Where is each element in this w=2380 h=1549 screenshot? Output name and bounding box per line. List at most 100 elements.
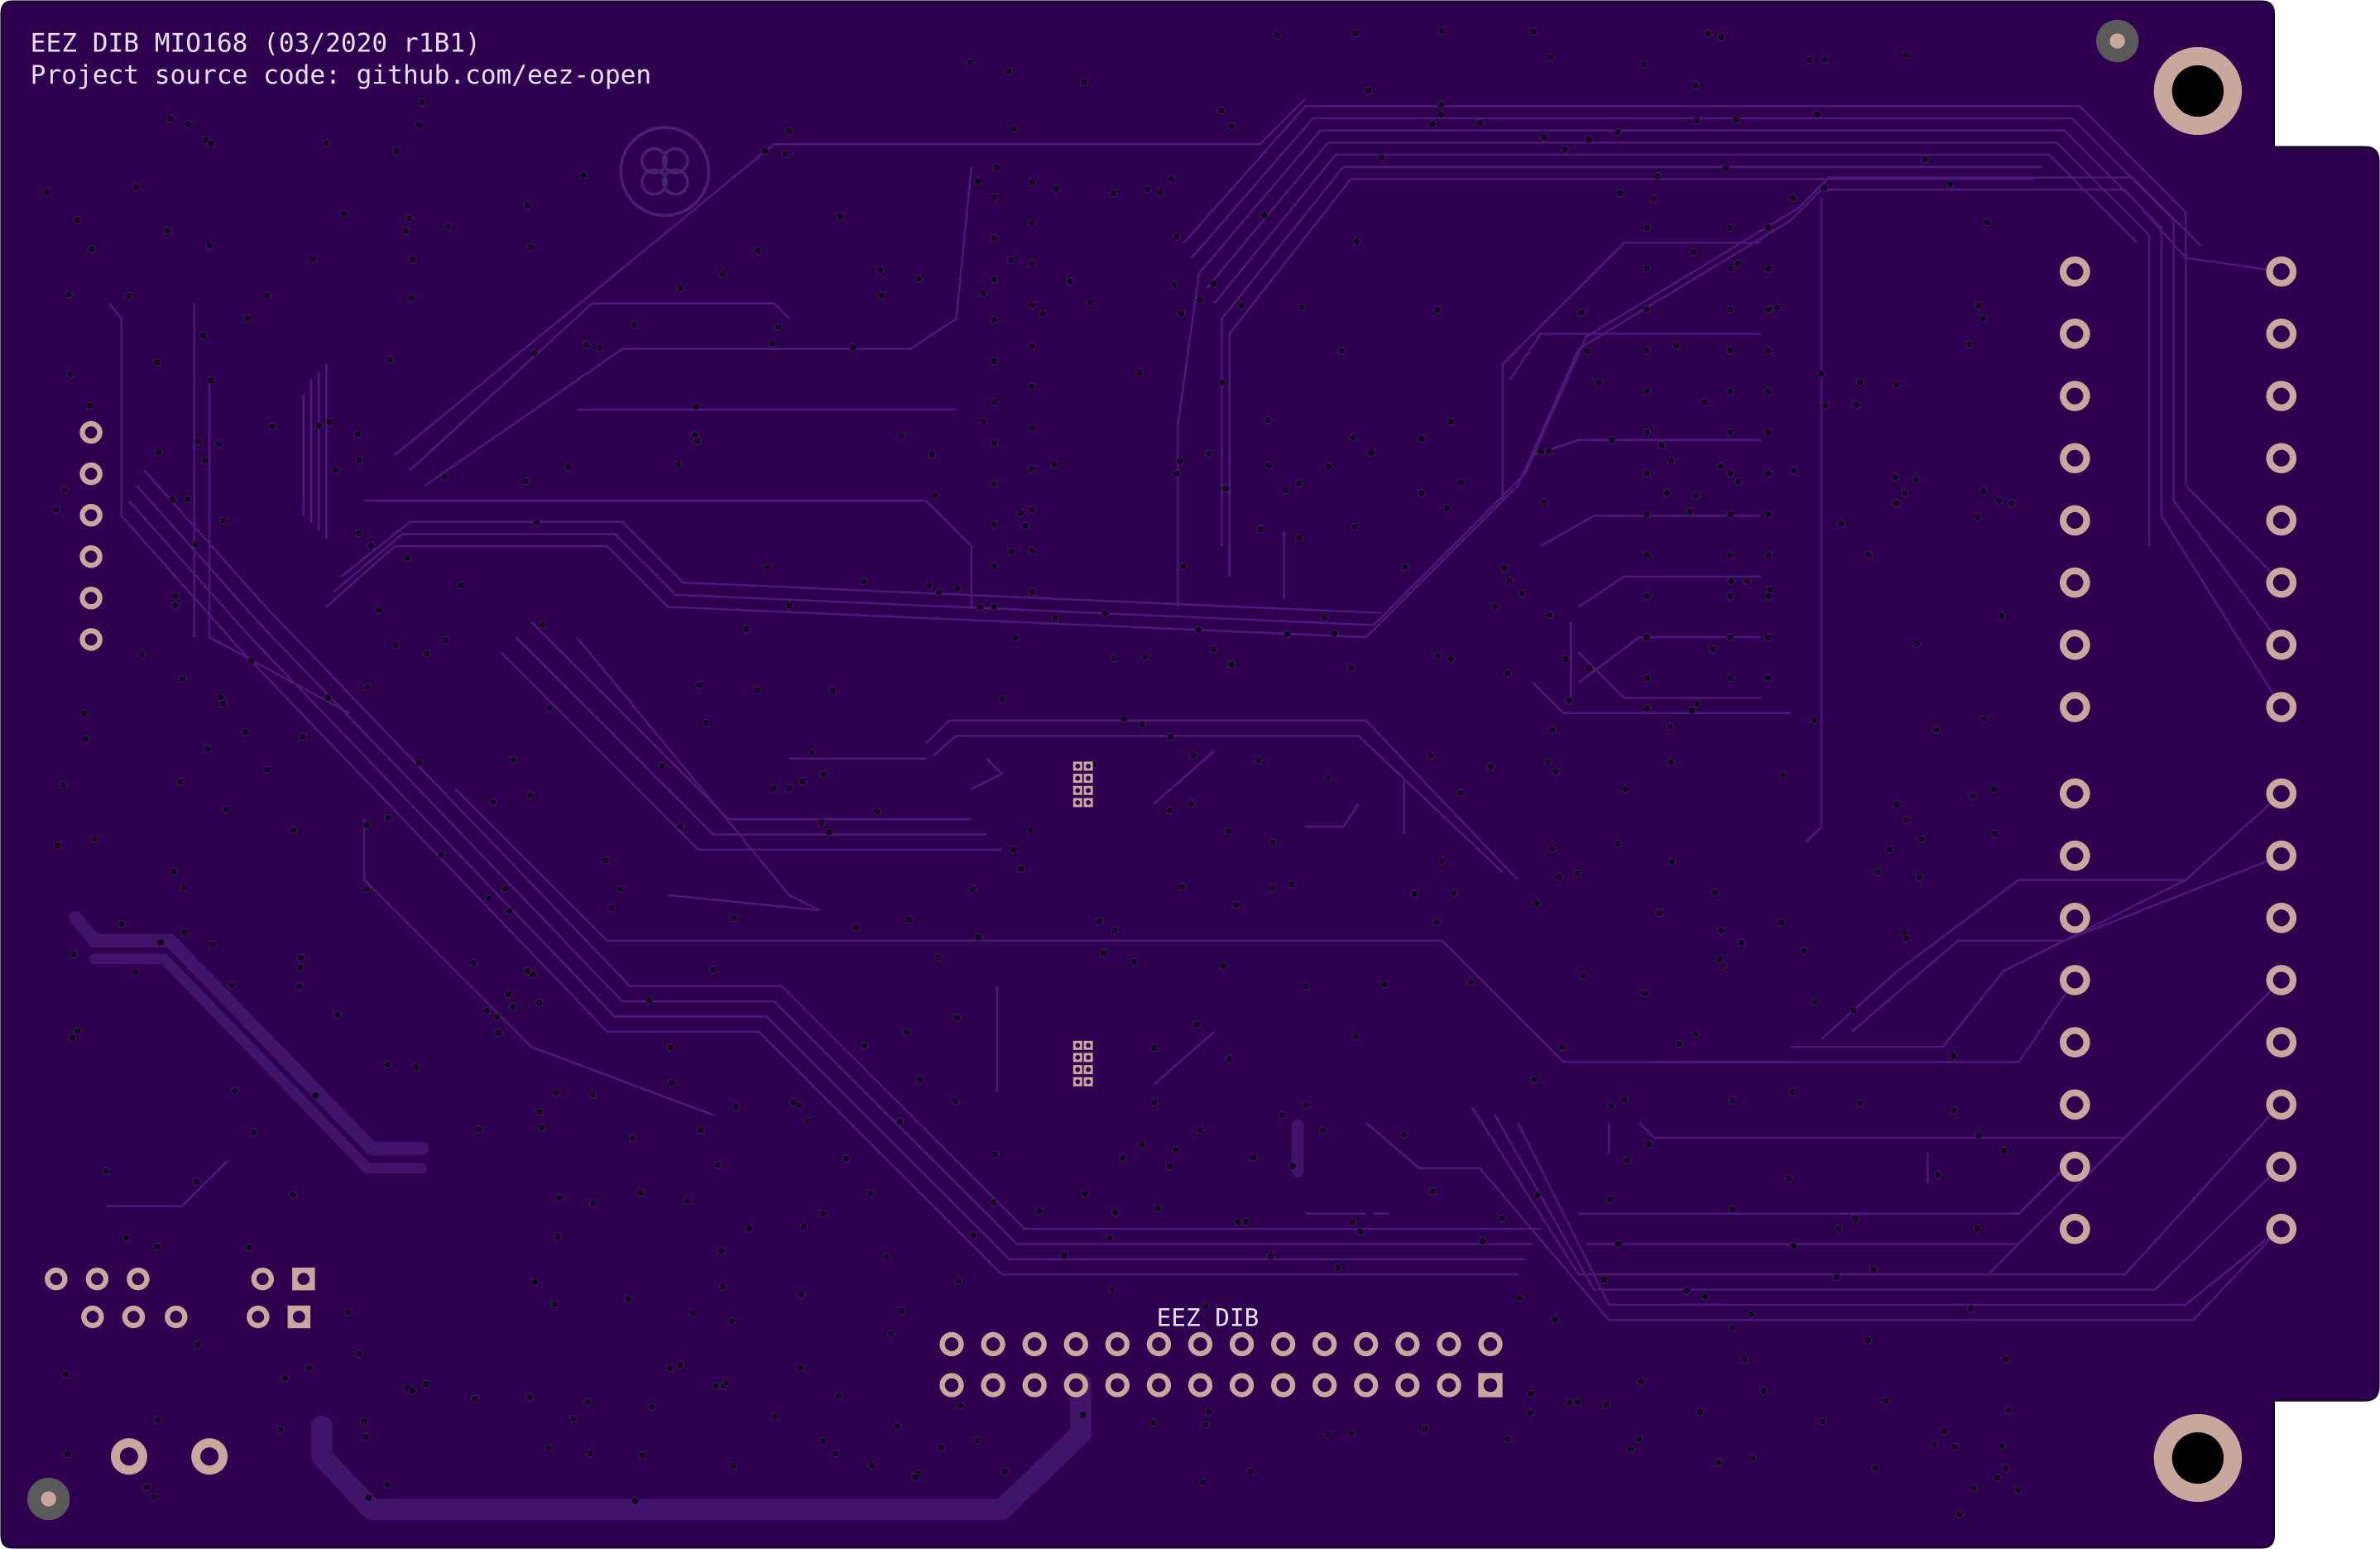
via [1565,696,1574,705]
via [1836,519,1845,528]
header-pin [2059,840,2090,871]
via [1351,1032,1360,1041]
header-pin [2266,567,2297,598]
via [799,1222,809,1231]
via [305,1364,314,1373]
via [550,1299,559,1308]
trace [424,166,973,487]
via [595,343,604,352]
header-pin [79,420,103,444]
via [489,798,498,807]
via [1643,510,1652,519]
header-pin [79,587,103,610]
via [1979,314,1988,323]
via [990,357,999,366]
connector-pin [1478,1331,1503,1357]
via [697,1125,705,1134]
trace [1221,165,2042,547]
trace [1540,515,1761,548]
via [1849,1006,1858,1015]
via [1714,1458,1723,1467]
via [1028,300,1037,309]
trace [1850,854,2282,1033]
via [408,1386,417,1395]
via [886,1329,895,1338]
via [204,745,213,753]
via [745,1224,753,1233]
via [834,1391,842,1400]
header-pin [2266,629,2297,660]
via [61,1369,70,1379]
via [1428,120,1437,129]
via [1731,115,1740,124]
via [200,456,209,465]
via [836,212,845,221]
via [545,703,554,712]
via [1105,1234,1114,1243]
smd-pad-hole [1086,1055,1092,1060]
via [898,1307,907,1316]
via [817,818,826,827]
via [170,867,179,876]
via [1546,52,1555,61]
via [1432,918,1442,927]
via [1968,791,1977,800]
via [60,486,70,494]
via [1686,507,1695,516]
pad [287,1305,311,1329]
via [1333,1263,1342,1272]
via [1301,1101,1310,1110]
via [525,1393,535,1402]
via [1634,1435,1643,1444]
via [1437,100,1446,109]
via [1237,301,1246,310]
via [405,213,414,223]
pad [251,1267,275,1291]
via [882,1252,890,1261]
via [1288,880,1297,889]
mounting-hole-top-right [2153,46,2243,136]
via [954,1276,963,1285]
via [713,1160,722,1169]
via [1417,488,1426,497]
via [153,1242,162,1251]
trace [394,98,1307,457]
via [1817,369,1826,378]
header-pin [2266,505,2297,536]
via [281,1374,290,1383]
via [1544,447,1553,456]
via [538,621,547,629]
via [893,1422,901,1431]
connector-pin [1146,1373,1172,1398]
via [1366,448,1375,458]
via [180,928,189,937]
via [1256,525,1265,534]
via [1177,309,1186,318]
via [1337,347,1346,356]
via [63,1450,72,1459]
via [1902,50,1911,59]
via [501,884,510,893]
via [796,1364,805,1373]
via [142,1483,151,1492]
via [1437,26,1447,36]
via [785,601,794,610]
via [53,842,62,850]
via [470,1394,479,1403]
via [1585,664,1594,673]
via [1643,551,1652,560]
header-pin [2059,1213,2090,1244]
via [1885,845,1894,854]
via [1547,844,1557,853]
via [1028,342,1037,350]
via [1643,387,1652,396]
via [122,1234,131,1243]
via [1649,194,1658,203]
via [1010,845,1019,854]
via [1028,260,1037,268]
via [1028,506,1037,515]
via [1941,1427,1950,1436]
via [164,226,173,235]
via [492,1013,501,1021]
via [194,437,203,446]
